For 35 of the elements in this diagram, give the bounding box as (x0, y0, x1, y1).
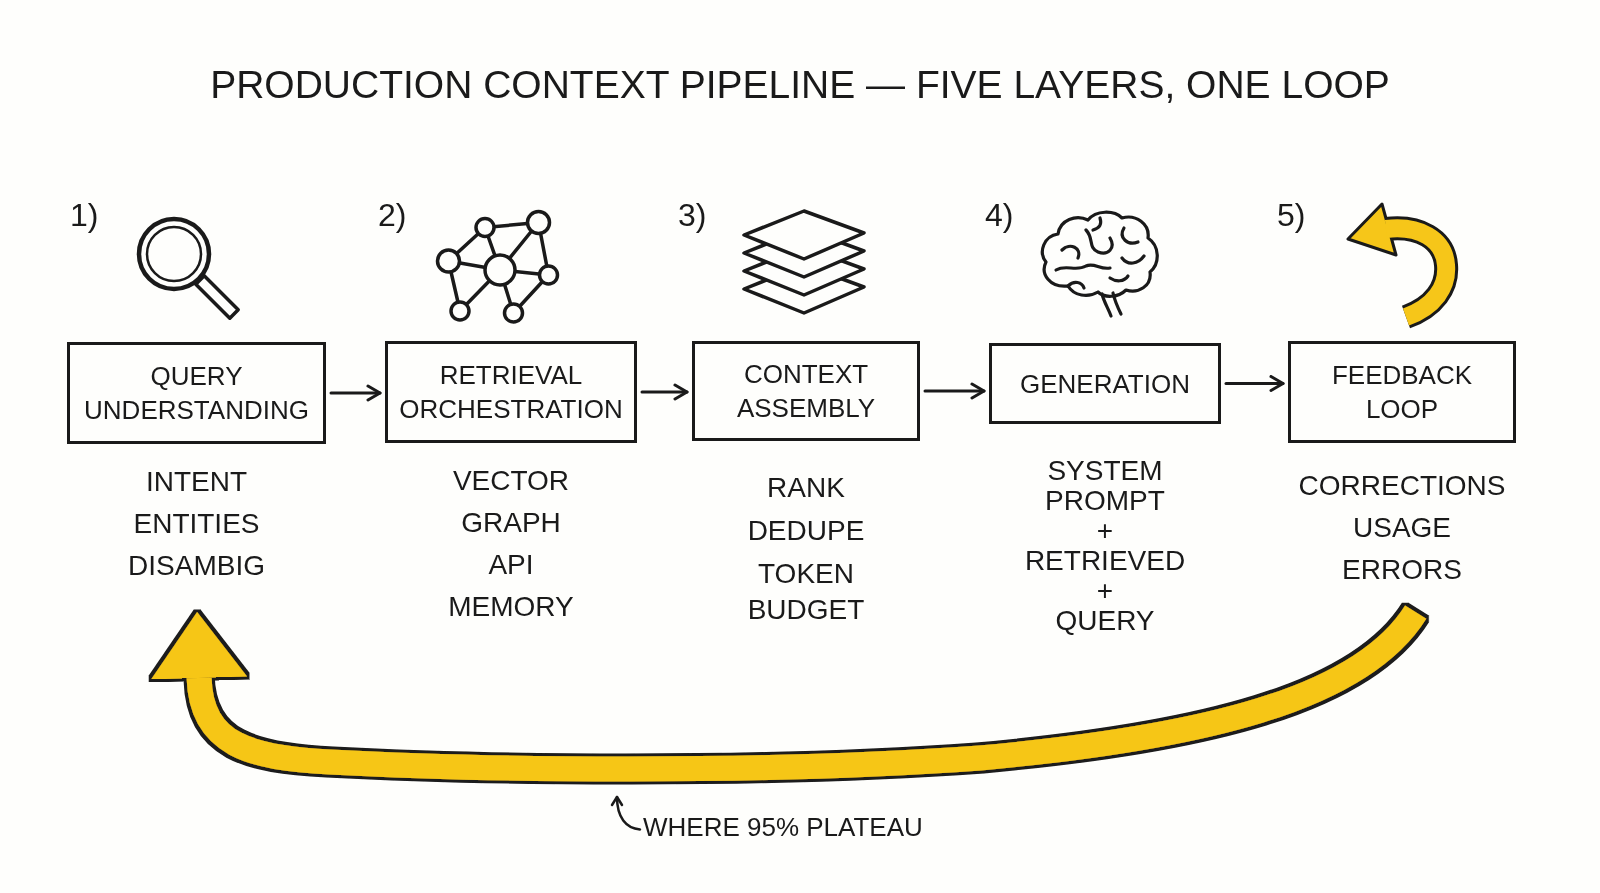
step-number: 4) (985, 196, 1014, 234)
step-number: 1) (70, 196, 99, 234)
arrow (1224, 375, 1285, 392)
arrow (640, 383, 689, 401)
detail-text: RETRIEVED (1024, 546, 1186, 576)
detail-text: VECTOR (452, 464, 570, 498)
detail-text: DEDUPE (747, 514, 865, 548)
arrow (923, 382, 986, 400)
detail-text: GRAPH (461, 506, 561, 540)
leader-arrow (611, 795, 642, 831)
detail-text: ERRORS (1342, 553, 1462, 587)
step-number: 2) (378, 196, 407, 234)
detail-text: RANK (767, 471, 845, 505)
process-box: GENERATION (989, 343, 1221, 424)
process-box: CONTEXT ASSEMBLY (692, 341, 920, 441)
detail-text: + (1096, 516, 1114, 546)
arrow (329, 384, 382, 402)
detail-text: USAGE (1353, 511, 1451, 545)
step-number: 5) (1277, 196, 1306, 234)
detail-text: SYSTEM PROMPT (1044, 456, 1166, 516)
diagram-title: PRODUCTION CONTEXT PIPELINE — FIVE LAYERS, ONE LOOP (210, 62, 1390, 108)
detail-text: QUERY (1055, 606, 1155, 636)
detail-text: INTENT (145, 465, 248, 499)
detail-text: CORRECTIONS (1298, 469, 1506, 503)
detail-text: MEMORY (448, 590, 574, 624)
detail-text: API (488, 548, 534, 582)
process-box: QUERY UNDERSTANDING (67, 342, 326, 444)
annotation-text: WHERE 95% PLATEAU (643, 812, 923, 842)
process-box: RETRIEVAL ORCHESTRATION (385, 341, 637, 443)
detail-text: ENTITIES (133, 507, 260, 541)
detail-text: DISAMBIG (128, 549, 265, 583)
detail-text: TOKEN BUDGET (746, 557, 866, 627)
process-box: FEEDBACK LOOP (1288, 341, 1516, 443)
detail-text: + (1096, 576, 1114, 606)
step-number: 3) (678, 196, 707, 234)
